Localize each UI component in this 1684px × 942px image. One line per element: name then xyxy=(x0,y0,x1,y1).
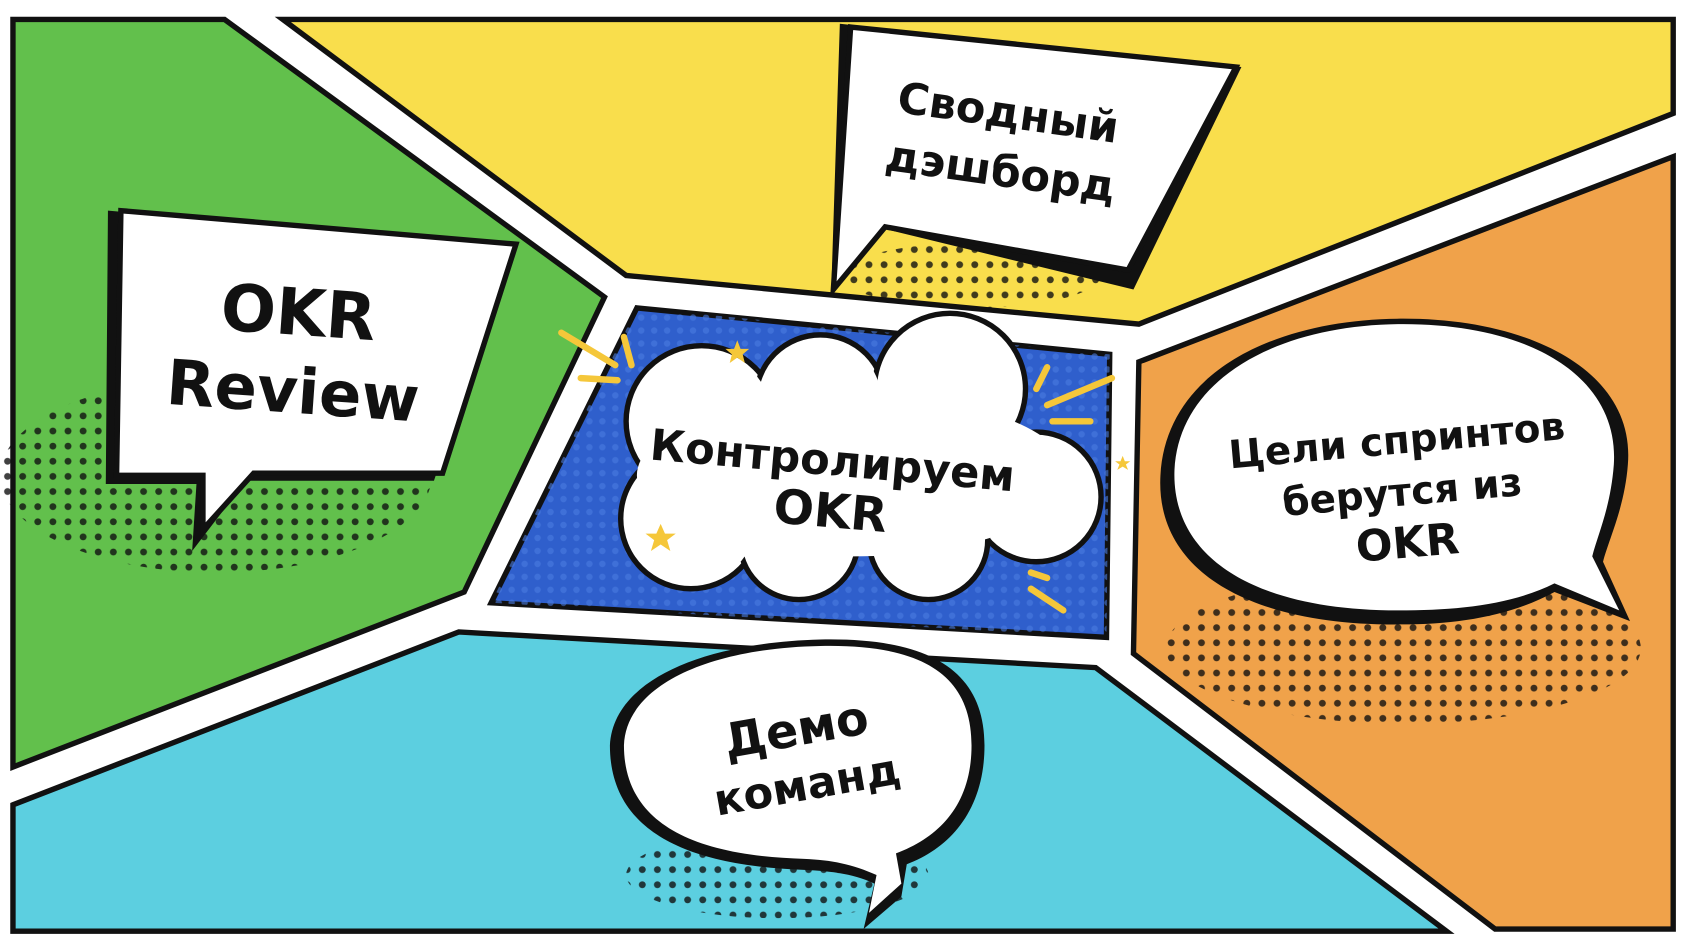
speech-box-dashboard: Сводный дэшборд xyxy=(830,23,1242,298)
okr-review-line2: Review xyxy=(164,346,422,437)
speech-bubble-team-demo: Демо команд xyxy=(609,639,985,930)
center-line2: OKR xyxy=(771,479,889,544)
cloud-bubble: Контролируем OKR xyxy=(618,310,1104,603)
star-icons xyxy=(645,340,1131,551)
speech-box-okr-review: OKR Review xyxy=(105,207,520,551)
okr-review-line1: OKR xyxy=(218,271,378,357)
burst-lines-icon xyxy=(558,329,1116,614)
sprint-goals-line3: OKR xyxy=(1354,514,1461,573)
speech-bubble-sprint-goals: Цели спринтов берутся из OKR xyxy=(1160,318,1631,625)
